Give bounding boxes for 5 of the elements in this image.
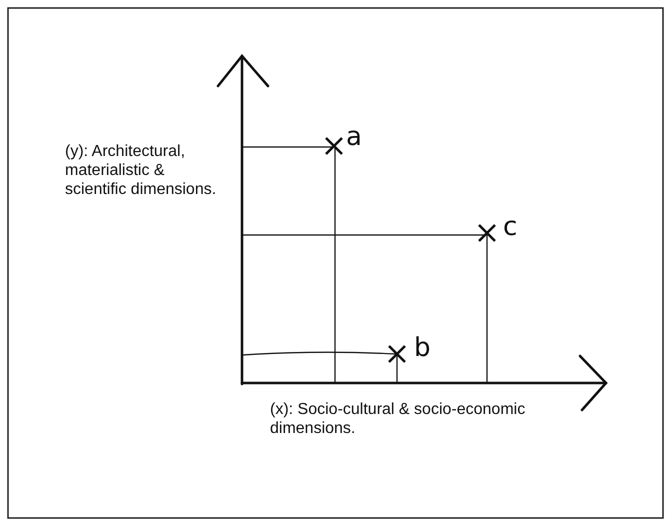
axis-label: (y): Architectural, materialistic & scientific dimensions. [65,142,218,200]
point-label: a [346,122,362,154]
axis-label: (x): Socio-cultural & socio-economic dimensions. [270,400,526,438]
point-label: c [503,212,518,244]
point-label: b [414,333,431,364]
